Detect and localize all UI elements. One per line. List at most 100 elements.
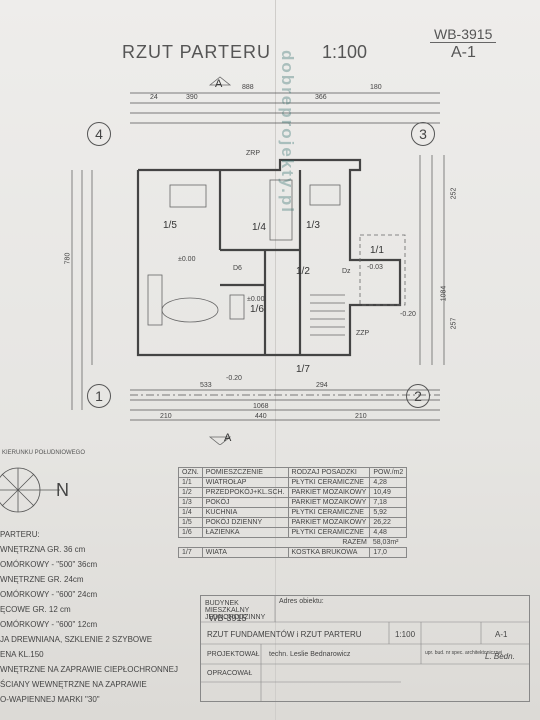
dimension-label: 1084 bbox=[440, 285, 448, 302]
table-cell: POKÓJ DZIENNY bbox=[201, 517, 289, 528]
drawing-title: RZUT PARTERU bbox=[122, 42, 272, 62]
table-total-row: RAZEM 58,03m² bbox=[179, 538, 407, 548]
watermark-text: dobreprojekty.pl bbox=[278, 50, 297, 214]
table-cell: 5,92 bbox=[369, 507, 408, 518]
title-block-scale: 1:100 bbox=[395, 630, 416, 639]
plan-note: D6 bbox=[233, 265, 242, 272]
plan-note: Dz bbox=[342, 268, 351, 275]
dimension-label: 780 bbox=[64, 252, 72, 265]
table-cell: 1/5 bbox=[178, 517, 203, 528]
dimension-label: 210 bbox=[160, 413, 172, 420]
axis-marker-4: 4 bbox=[87, 122, 111, 146]
room-label-1-7: 1/7 bbox=[296, 364, 310, 375]
table-header-row: OZN. POMIESZCZENIE RODZAJ POSADZKI POW./… bbox=[178, 467, 408, 478]
dimension-label: 24 bbox=[150, 94, 158, 101]
level-mark: -0.20 bbox=[400, 311, 416, 318]
table-cell: 7,18 bbox=[369, 497, 408, 508]
table-cell: 1/6 bbox=[178, 527, 203, 538]
table-cell: 10,49 bbox=[369, 487, 408, 498]
table-cell: PARKIET MOZAIKOWY bbox=[287, 487, 371, 498]
total-label: RAZEM bbox=[342, 539, 367, 546]
compass-label: KIERUNKU POŁUDNIOWEGO bbox=[2, 450, 86, 456]
table-cell: PARKIET MOZAIKOWY bbox=[287, 497, 371, 508]
axis-marker-2: 2 bbox=[406, 384, 430, 408]
table-row: 1/7 WIATA KOSTKA BRUKOWA 17,0 bbox=[178, 547, 408, 558]
construction-notes: PARTERU: WNĘTRZNA GR. 36 cm OMÓRKOWY - "… bbox=[0, 530, 178, 710]
building-type: BUDYNEK MIESZKALNY JEDNORODZINNY bbox=[205, 600, 266, 621]
north-letter: N bbox=[56, 480, 69, 500]
table-cell: PŁYTKI CERAMICZNE bbox=[287, 477, 371, 488]
note-line: OMÓRKOWY - "500" 36cm bbox=[0, 560, 98, 569]
dimension-label: 366 bbox=[315, 94, 327, 101]
dimension-label: 294 bbox=[316, 382, 328, 389]
table-cell: 4,48 bbox=[369, 527, 408, 538]
dimension-label: 440 bbox=[255, 413, 267, 420]
note-line: O-WAPIENNEJ MARKI "30" bbox=[0, 695, 100, 704]
title-block: BUDYNEK MIESZKALNY JEDNORODZINNY Adres o… bbox=[200, 595, 530, 702]
dimension-label: 252 bbox=[450, 187, 458, 200]
room-label-1-4: 1/4 bbox=[252, 222, 266, 233]
room-label-1-6: 1/6 bbox=[250, 304, 264, 315]
license-note: upr. bud. nr spec. architektonicznej bbox=[425, 650, 503, 656]
table-cell: WIATA bbox=[201, 547, 289, 558]
checker-label: OPRACOWAŁ bbox=[207, 670, 253, 677]
note-line: OMÓRKOWY - "600" 12cm bbox=[0, 620, 98, 629]
table-row: 1/1 WIATROŁAP PŁYTKI CERAMICZNE 4,28 bbox=[178, 477, 408, 488]
title-block-grid bbox=[201, 596, 529, 701]
table-row: 1/6 ŁAZIENKA PŁYTKI CERAMICZNE 4,48 bbox=[178, 527, 408, 538]
table-cell: POKÓJ bbox=[201, 497, 289, 508]
note-line: WNĘTRZNE GR. 24cm bbox=[0, 575, 84, 584]
axis-marker-1: 1 bbox=[87, 384, 111, 408]
document-number: WB-3915 bbox=[430, 26, 497, 43]
dimension-label: 533 bbox=[200, 382, 212, 389]
designer-label: PROJEKTOWAŁ bbox=[207, 651, 260, 658]
table-cell: PARKIET MOZAIKOWY bbox=[287, 517, 371, 528]
floor-plan-drawing bbox=[71, 76, 445, 445]
title-block-sheet: A-1 bbox=[495, 630, 508, 639]
table-cell: WIATROŁAP bbox=[201, 477, 289, 488]
table-header-cell: POMIESZCZENIE bbox=[201, 467, 289, 478]
table-cell: 4,28 bbox=[369, 477, 408, 488]
dimension-label: 180 bbox=[370, 84, 382, 91]
section-marker-top: A bbox=[215, 78, 223, 90]
note-line: PARTERU: bbox=[0, 530, 40, 539]
room-label-1-1: 1/1 bbox=[370, 245, 384, 256]
section-marker-bottom: A bbox=[224, 432, 232, 444]
dimension-label: 257 bbox=[450, 317, 458, 330]
table-header-cell: RODZAJ POSADZKI bbox=[287, 467, 371, 478]
table-row: 1/3 POKÓJ PARKIET MOZAIKOWY 7,18 bbox=[178, 497, 408, 508]
axis-marker-3: 3 bbox=[411, 122, 435, 146]
dimension-label: 1068 bbox=[253, 403, 269, 410]
dimension-label: 390 bbox=[186, 94, 198, 101]
note-line: ENA KL.150 bbox=[0, 650, 44, 659]
north-arrow-icon bbox=[0, 467, 60, 513]
note-line: OMÓRKOWY - "600" 24cm bbox=[0, 590, 98, 599]
plan-note: ZZP bbox=[356, 330, 370, 337]
table-cell: 1/4 bbox=[178, 507, 203, 518]
note-line: ĘCOWE GR. 12 cm bbox=[0, 605, 71, 614]
note-line: JA DREWNIANA, SZKLENIE 2 SZYBOWE bbox=[0, 635, 153, 644]
table-cell: PŁYTKI CERAMICZNE bbox=[287, 507, 371, 518]
address-label: Adres obiektu: bbox=[279, 598, 324, 605]
table-row: 1/2 PRZEDPOKÓJ+KL.SCH. PARKIET MOZAIKOWY… bbox=[178, 487, 408, 498]
total-value: 58,03m² bbox=[372, 539, 399, 546]
level-mark: -0.03 bbox=[367, 264, 383, 271]
drawing-scale: 1:100 bbox=[322, 42, 368, 62]
level-mark: ±0.00 bbox=[247, 296, 265, 303]
note-line: WNĘTRZNA GR. 36 cm bbox=[0, 545, 86, 554]
room-label-1-3: 1/3 bbox=[306, 220, 320, 231]
title-block-drawing-title: RZUT FUNDAMENTÓW i RZUT PARTERU bbox=[207, 630, 362, 639]
table-row: 1/4 KUCHNIA PŁYTKI CERAMICZNE 5,92 bbox=[178, 507, 408, 518]
room-label-1-5: 1/5 bbox=[163, 220, 177, 231]
dimension-label: 210 bbox=[355, 413, 367, 420]
level-mark: ±0.00 bbox=[178, 256, 196, 263]
plan-note: ZRP bbox=[246, 150, 260, 157]
note-line: WNĘTRZNE NA ZAPRAWIE CIEPŁOCHRONNEJ bbox=[0, 665, 178, 674]
paper-fold-line bbox=[275, 0, 276, 720]
table-cell: 1/7 bbox=[178, 547, 203, 558]
note-line: ŚCIANY WEWNĘTRZNE NA ZAPRAWIE bbox=[0, 680, 147, 689]
table-cell: 26,22 bbox=[369, 517, 408, 528]
table-cell: 1/1 bbox=[178, 477, 203, 488]
table-cell: PRZEDPOKÓJ+KL.SCH. bbox=[201, 487, 289, 498]
sheet-number: A-1 bbox=[451, 44, 476, 61]
